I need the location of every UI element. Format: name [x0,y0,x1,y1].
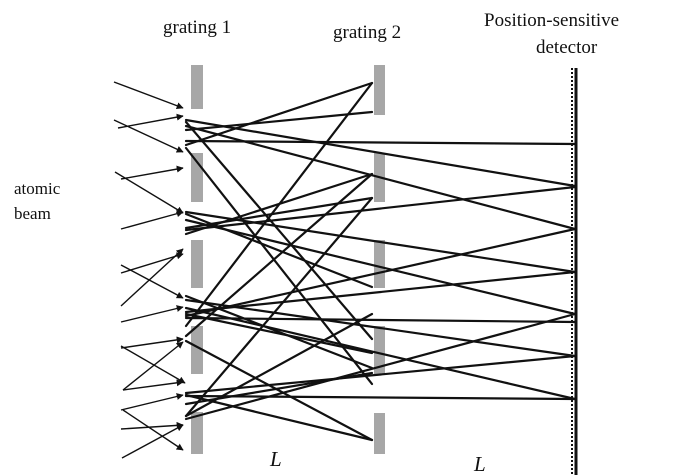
ray [184,118,577,188]
ray [184,110,374,132]
beam-arrow [120,165,184,180]
ray [184,212,374,289]
atomic-beam-label-line1: atomic [14,179,61,198]
beam-arrow [121,424,184,459]
beam-arrow [120,305,184,323]
beam-arrow [120,336,184,349]
ray [184,306,577,401]
incoming-atomic-beam [113,81,186,459]
beam-arrow [122,379,184,391]
ray [184,227,577,318]
ray [184,394,577,401]
ray [184,298,577,358]
diffracted-rays [184,81,577,442]
grating-1-label: grating 1 [163,17,231,38]
ray [184,393,374,442]
beam-arrow [120,393,184,411]
ray [184,81,374,328]
ray [184,196,374,418]
ray [184,139,577,146]
grating-1-bar [191,65,203,109]
ray [184,172,374,338]
detector-label-line2: detector [536,37,598,58]
ray [184,312,577,421]
ray [184,354,577,395]
ray [184,120,374,341]
beam-arrow [113,81,184,110]
ray [184,124,577,231]
ray [184,316,577,324]
beam-arrow [120,345,186,384]
beam-arrow [114,171,184,214]
atomic-beam-label-line2: beam [14,204,51,223]
beam-arrow [120,248,184,307]
grating-2-label: grating 2 [333,22,401,43]
grating-1-bar [191,412,203,454]
grating-2-bar [374,413,385,454]
distance-label-2: L [473,452,486,475]
distance-label-1: L [269,447,282,471]
beam-arrow [122,409,184,451]
ray [184,270,577,314]
beam-arrow [122,341,184,391]
grating-2-bar [374,65,385,115]
beam-arrow [120,421,184,430]
ray [184,218,577,316]
ray [184,312,374,418]
ray [184,339,374,442]
ray [184,371,374,406]
beam-arrow [120,210,184,230]
grating-2 [374,65,385,454]
ray [184,312,374,355]
grating-1-bar [191,326,203,374]
ray [184,196,374,230]
beam-arrow [120,264,184,299]
ray [184,185,577,232]
detector-label-line1: Position-sensitive [484,10,619,31]
grating-1-bar [191,240,203,288]
beam-arrow [113,119,184,153]
position-sensitive-detector [571,68,578,475]
ray [184,81,374,147]
grating-2-bar [374,240,385,288]
beam-arrow [117,113,184,129]
grating-2-bar [374,326,385,374]
